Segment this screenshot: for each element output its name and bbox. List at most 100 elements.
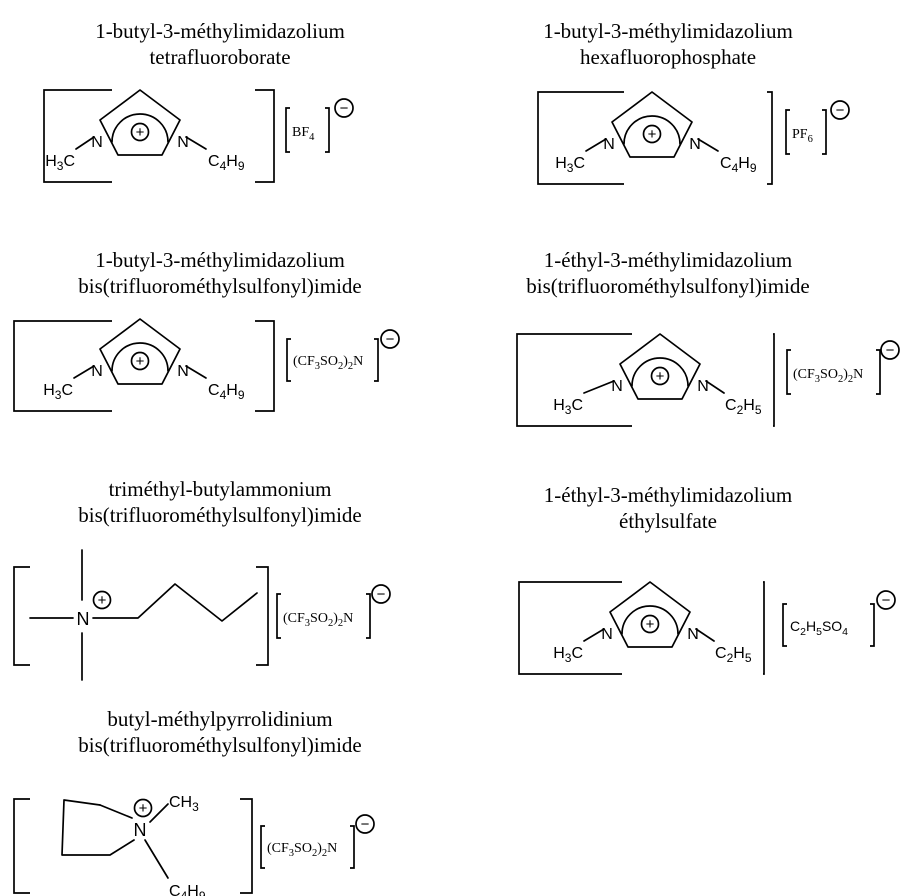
compound-1-name-line1: 1-butyl-3-méthylimidazolium — [95, 19, 345, 43]
compound-2-name-line1: 1-butyl-3-méthylimidazolium — [543, 19, 793, 43]
anion-bracket-left — [260, 825, 265, 869]
ring-aromatic-arc — [111, 113, 169, 143]
right-alkyl-label: C4H9 — [208, 382, 245, 402]
pyrrolidine-ring — [61, 799, 135, 856]
bond-methyl — [585, 138, 607, 152]
ring-nitrogen-2: N — [697, 378, 709, 395]
anion-bracket-right — [374, 338, 379, 382]
anion-label: PF6 — [792, 127, 813, 145]
anion-bracket-left — [786, 349, 791, 395]
compound-2-name-line2: hexafluorophosphate — [579, 45, 757, 69]
bond-butyl — [144, 839, 169, 879]
plus-charge-sign: + — [656, 368, 665, 385]
left-methyl-label: H3C — [553, 645, 583, 665]
anion-bracket-right — [366, 593, 371, 639]
compound-3-structure: + N N H3C C4H9 (CF3SO2)2N − — [13, 318, 400, 412]
compound-5-name-line1: triméthyl-butylammonium — [108, 477, 332, 501]
cation-bracket-right — [767, 91, 773, 185]
compound-5-name: triméthyl-butylammonium bis(trifluoromét… — [0, 476, 440, 528]
compound-3-name-line1: 1-butyl-3-méthylimidazolium — [95, 248, 345, 272]
ring-nitrogen-2: N — [689, 136, 701, 153]
minus-charge-sign: − — [386, 331, 395, 348]
bond-methyl — [149, 803, 169, 823]
anion-bracket-right — [350, 825, 355, 869]
ammonium-nitrogen: N — [77, 609, 90, 629]
plus-charge-circle — [640, 614, 660, 634]
left-methyl-label: H3C — [553, 397, 583, 417]
bond-methyl — [583, 628, 605, 642]
cation-bracket-right — [763, 581, 765, 675]
anion-bracket-right — [870, 603, 875, 647]
cation-bracket-right — [255, 89, 275, 183]
anion-bracket-right — [822, 109, 827, 155]
ring-nitrogen-2: N — [687, 626, 699, 643]
bond-methyl — [73, 365, 95, 379]
cation-bracket-left — [13, 566, 30, 666]
minus-charge-circle — [380, 329, 400, 349]
compound-5-structure: N + (CF3SO2)2N − — [13, 549, 391, 681]
compound-3-name: 1-butyl-3-méthylimidazolium bis(trifluor… — [0, 247, 440, 299]
bond-alkyl — [697, 138, 719, 152]
compound-4-name-line2: bis(trifluorométhylsulfonyl)imide — [526, 274, 810, 298]
left-methyl-label: H3C — [555, 155, 585, 175]
compound-4-structure: + N N H3C C2H5 (CF3SO2)2N − — [516, 333, 900, 427]
plus-charge-circle — [130, 122, 150, 142]
plus-charge-sign: + — [648, 126, 657, 143]
bond-methyl — [75, 136, 95, 150]
plus-charge-sign: + — [136, 124, 145, 141]
plus-charge-circle — [650, 366, 670, 386]
minus-charge-circle — [830, 100, 850, 120]
compound-2-structure: + N N H3C C4H9 PF6 − — [537, 91, 850, 185]
minus-charge-sign: − — [340, 100, 349, 117]
ring-aromatic-arc — [623, 115, 681, 145]
compound-5-name-line2: bis(trifluorométhylsulfonyl)imide — [78, 503, 362, 527]
plus-charge-circle — [642, 124, 662, 144]
plus-charge-sign: + — [646, 616, 655, 633]
minus-charge-circle — [355, 814, 375, 834]
left-methyl-label: H3C — [45, 153, 75, 173]
cation-bracket-right — [255, 320, 275, 412]
compound-3-name-line2: bis(trifluorométhylsulfonyl)imide — [78, 274, 362, 298]
ring-nitrogen-2: N — [177, 363, 189, 380]
ring-bond-n — [99, 804, 133, 819]
anion-bracket-left — [785, 109, 790, 155]
anion-bracket-left — [285, 107, 290, 153]
anion-bracket-left — [276, 593, 281, 639]
pyrrolidinium-nitrogen: N — [134, 820, 147, 840]
compound-4-name: 1-éthyl-3-méthylimidazolium bis(trifluor… — [448, 247, 888, 299]
cation-bracket-right — [773, 333, 775, 427]
imidazolium-ring — [609, 581, 691, 648]
ring-aromatic-arc — [631, 357, 689, 387]
compound-6-name: 1-éthyl-3-méthylimidazolium éthylsulfate — [448, 482, 888, 534]
minus-charge-sign: − — [836, 102, 845, 119]
anion-bracket-left — [782, 603, 787, 647]
anion-bracket-right — [876, 349, 881, 395]
ring-nitrogen-1: N — [603, 136, 615, 153]
compound-1-structure: + N N H3C C4H9 BF4 − — [43, 89, 354, 183]
cation-bracket-right — [240, 798, 253, 894]
bond-alkyl — [695, 628, 715, 642]
left-methyl-label: H3C — [43, 382, 73, 402]
cation-bracket-left — [518, 581, 622, 675]
compound-7-name-line2: bis(trifluorométhylsulfonyl)imide — [78, 733, 362, 757]
anion-label: C2H5SO4 — [790, 618, 848, 638]
plus-charge-sign: + — [98, 592, 107, 609]
minus-charge-sign: − — [377, 586, 386, 603]
compound-6-name-line2: éthylsulfate — [619, 509, 717, 533]
compound-6-name-line1: 1-éthyl-3-méthylimidazolium — [543, 483, 793, 507]
anion-label: (CF3SO2)2N — [293, 354, 363, 372]
bottom-butyl-label: C4H9 — [169, 883, 206, 896]
compound-7-name: butyl-méthylpyrrolidinium bis(trifluorom… — [0, 706, 440, 758]
imidazolium-ring — [99, 89, 181, 156]
cation-bracket-left — [13, 320, 112, 412]
cation-bracket-left — [43, 89, 112, 183]
imidazolium-ring — [619, 333, 701, 400]
butyl-chain — [92, 583, 258, 622]
plus-charge-circle — [130, 351, 150, 371]
ring-nitrogen-1: N — [91, 363, 103, 380]
ring-nitrogen-2: N — [177, 134, 189, 151]
cation-bracket-left — [516, 333, 632, 427]
minus-charge-circle — [334, 98, 354, 118]
ring-aromatic-arc — [621, 605, 679, 635]
